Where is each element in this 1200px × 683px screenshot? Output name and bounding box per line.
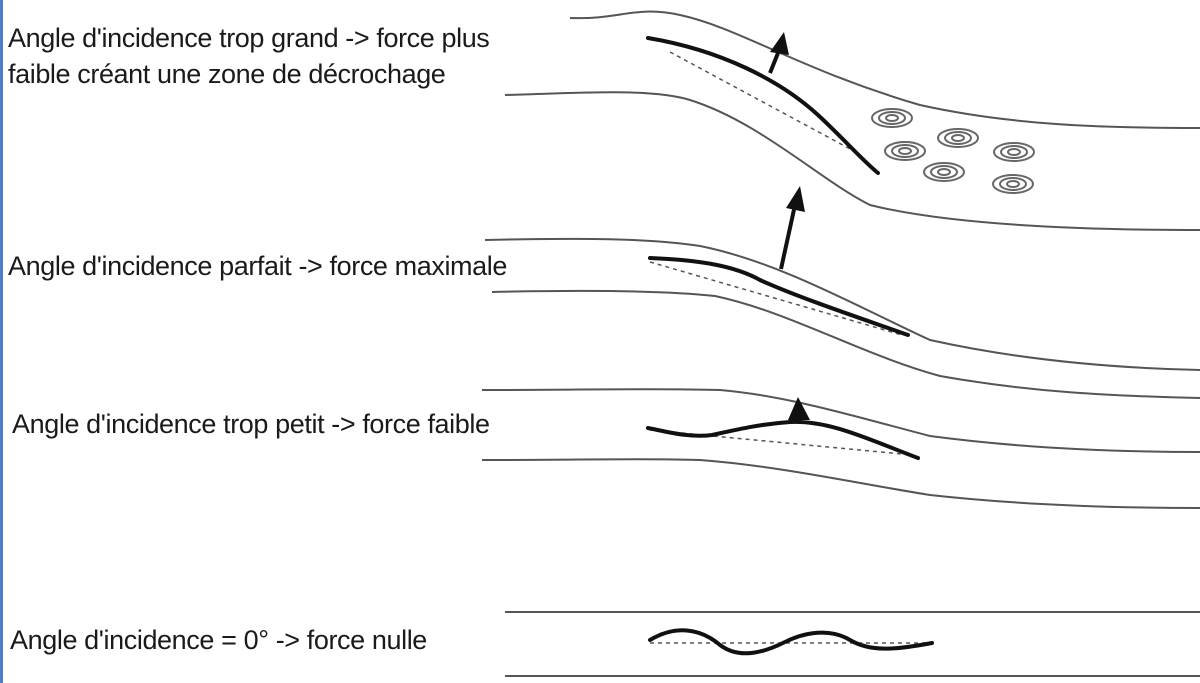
zero-angle-case <box>505 611 1200 677</box>
perfect-arrow-head <box>786 186 805 212</box>
perfect-sail-chord <box>649 261 903 336</box>
small-streamline-upper <box>481 388 1200 453</box>
perfect-streamline-upper <box>484 237 1200 371</box>
window-edge <box>0 0 3 683</box>
eddy-icon <box>871 108 913 128</box>
perfect-streamline-lower <box>491 289 1200 399</box>
zero-angle-label: Angle d'incidence = 0° -> force nulle <box>10 625 427 655</box>
eddy-icon <box>992 174 1034 194</box>
small-angle-label: Angle d'incidence trop petit -> force fa… <box>12 409 490 439</box>
stall-label: Angle d'incidence trop grand -> force pl… <box>8 20 490 92</box>
eddy-icon <box>993 142 1035 162</box>
small-force-arrow-head <box>788 397 810 420</box>
stall-case <box>504 10 1200 231</box>
stall-label-line2: faible créant une zone de décrochage <box>8 59 446 89</box>
small-streamline-lower <box>481 458 1200 509</box>
perfect-force-arrow <box>779 204 797 270</box>
eddy-icon <box>937 128 979 148</box>
stall-label-line1: Angle d'incidence trop grand -> force pl… <box>8 23 490 53</box>
small-sail <box>646 419 920 460</box>
perfect-angle-label: Angle d'incidence parfait -> force maxim… <box>8 251 507 281</box>
eddy-icon <box>884 141 926 161</box>
eddy-icon <box>923 162 965 182</box>
stall-sail-chord <box>669 51 853 151</box>
stall-sail <box>646 36 880 175</box>
zero-luffing-sail <box>648 628 934 656</box>
stall-streamline-lower <box>504 91 1200 231</box>
stall-arrow-head <box>770 32 789 55</box>
stall-streamline-upper <box>569 10 1200 129</box>
perfect-case <box>484 186 1200 399</box>
small-angle-case <box>481 388 1200 509</box>
turbulence-eddies <box>871 108 1035 194</box>
perfect-sail <box>648 256 910 337</box>
